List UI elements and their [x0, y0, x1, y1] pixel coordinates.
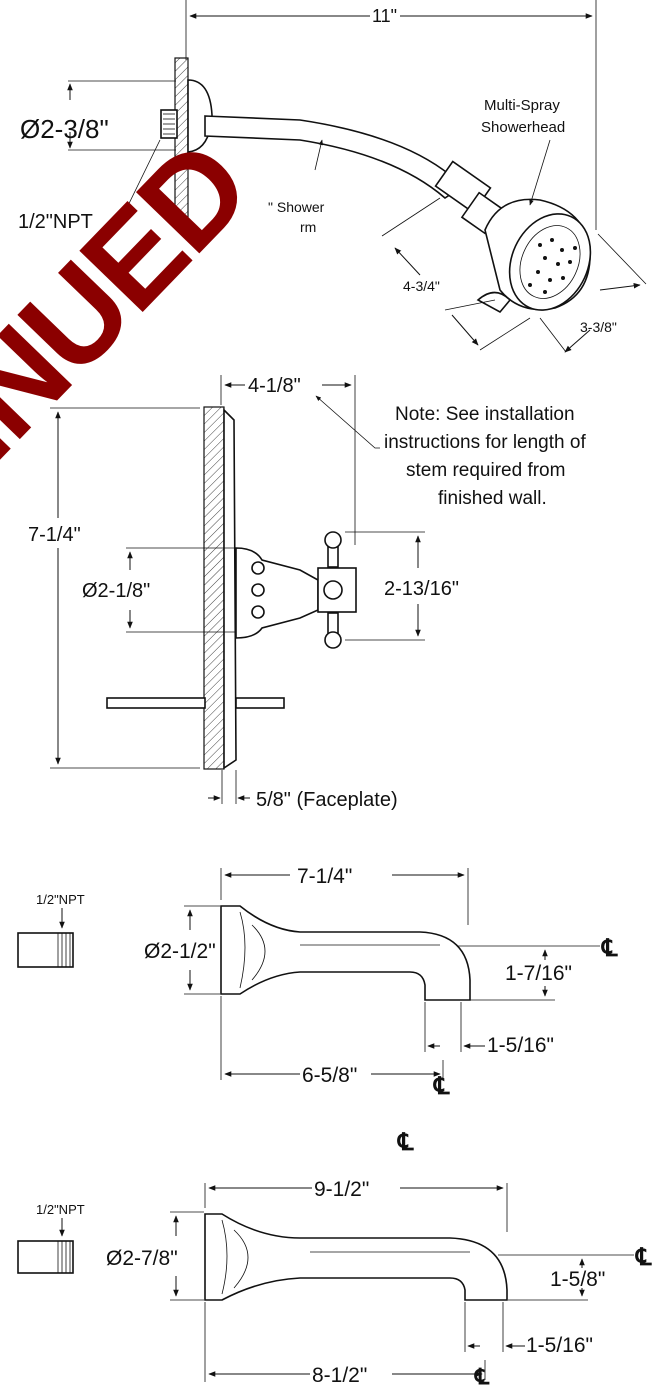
handle-height-label: 2-13/16": [384, 578, 459, 600]
installation-note: Note: See installation instructions for …: [384, 404, 586, 509]
escutcheon-diameter-label: Ø2-1/8": [82, 580, 150, 602]
spout1-length-label: 7-1/4": [297, 865, 352, 888]
spout1-centerline-mark: ℄: [601, 935, 618, 962]
spout2-drop-label: 1-5/8": [550, 1268, 605, 1291]
note-line-1: Note: See installation: [395, 404, 575, 425]
faceplate-wall: [203, 406, 225, 770]
spout2-length-label: 9-1/2": [314, 1178, 369, 1201]
tub-spout-2: 1/2"NPT 9-1/2" Ø2-7/8" ℄ 1-5/8" 1-: [17, 1178, 652, 1386]
valve-depth-label: 4-1/8": [248, 375, 301, 397]
spout1-outlet-label: 1-5/16": [487, 1034, 554, 1057]
valve-escutcheon: [235, 547, 319, 639]
tub-spout-1: 1/2"NPT 7-1/4" Ø2-1/2" ℄ 1-7/16" 1: [17, 865, 618, 1156]
diverter-knob: [235, 697, 285, 709]
showerhead-face-label: 3-3/8": [580, 319, 617, 335]
valve-height-label: 7-1/4": [28, 524, 81, 546]
spout2-diameter-label: Ø2-7/8": [106, 1247, 178, 1270]
spout1-diameter-label: Ø2-1/2": [144, 940, 216, 963]
spout2-npt-pipe: [17, 1240, 74, 1274]
arm-label-line2: rm: [300, 219, 316, 235]
note-line-2: instructions for length of: [384, 432, 586, 453]
spout2-centerline-mark-2: ℄: [474, 1364, 490, 1386]
note-line-3: stem required from: [406, 460, 565, 481]
spout1-centerline-mark-3: ℄: [397, 1129, 414, 1156]
spout1-npt-pipe: [17, 932, 74, 968]
showerhead-width-label: 11": [372, 6, 397, 26]
note-line-4: finished wall.: [438, 488, 547, 509]
arm-npt-label: 1/2"NPT: [18, 211, 93, 233]
spout1-body: [220, 905, 471, 1001]
spout2-npt-label: 1/2"NPT: [36, 1202, 85, 1217]
spout1-drop-label: 1-7/16": [505, 962, 572, 985]
showerhead-label-1: Multi-Spray: [484, 97, 560, 114]
faceplate: [223, 408, 237, 770]
spout2-outlet-label: 1-5/16": [526, 1334, 593, 1357]
showerhead-section: 11" Ø2-3/8" 1/2"NPT " Shower rm: [18, 0, 647, 353]
spout2-centerline-mark: ℄: [635, 1244, 652, 1271]
diverter-rod: [106, 697, 206, 709]
showerhead-label-2: Showerhead: [481, 119, 565, 136]
spout2-body: [204, 1213, 508, 1301]
showerhead-drop-label: 4-3/4": [403, 278, 440, 294]
spout1-npt-label: 1/2"NPT: [36, 892, 85, 907]
valve-section: 4-1/8" Note: See installation instructio…: [28, 375, 586, 811]
spout2-center-distance-label: 8-1/2": [312, 1364, 367, 1386]
spout1-centerline-mark-2: ℄: [433, 1073, 450, 1100]
spout1-center-distance-label: 6-5/8": [302, 1064, 357, 1087]
faceplate-depth-label: 5/8" (Faceplate): [256, 789, 398, 811]
flange-diameter-label: Ø2-3/8": [20, 114, 109, 144]
showerhead-body: [434, 160, 592, 314]
arm-label-line1: " Shower: [268, 199, 325, 215]
